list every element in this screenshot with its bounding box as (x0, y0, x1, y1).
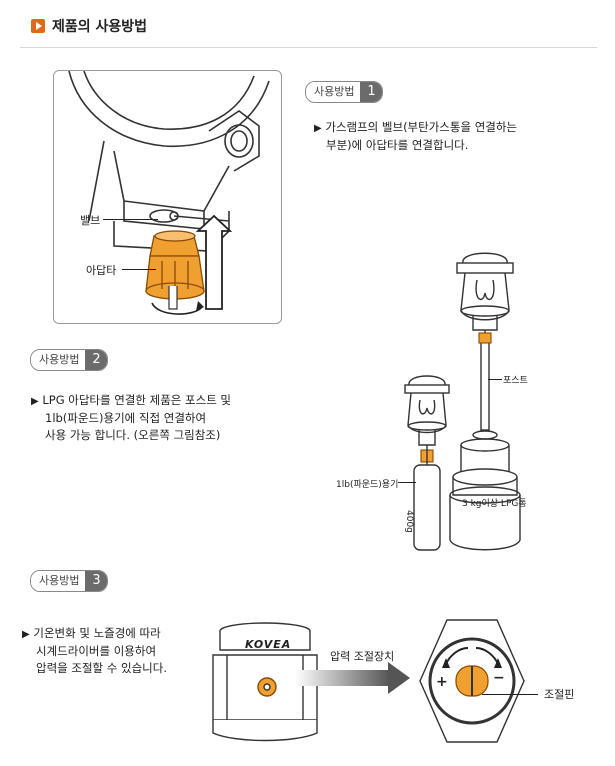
step-3-line-1: 기온변화 및 노즐경에 따라 (33, 626, 161, 640)
step-3-line-3: 압력을 조절할 수 있습니다. (36, 661, 168, 675)
step-3-badge-number: 3 (85, 571, 108, 591)
valve-leader-line (103, 219, 158, 220)
step-3-line-2: 시계드라이버를 이용하여 (36, 644, 157, 658)
step-2-badge-number: 2 (85, 350, 108, 370)
lpg-tank-text: 3 kg이상 LPG통 (462, 499, 527, 509)
step-1-line-1: 가스램프의 벨브(부탄가스통을 연결하는 (325, 120, 518, 134)
header-play-icon (31, 19, 45, 33)
step-1-badge: 사용방법 1 (305, 81, 384, 103)
adapter-label: 아답타 (86, 264, 117, 277)
valve-label: 밸브 (80, 214, 101, 227)
step-2-line-2: 1lb(파운드)용기에 직접 연결하여 (45, 411, 207, 425)
pressure-regulator-label: 압력 조절장치 (330, 650, 395, 663)
lamp-base-illustration (68, 71, 270, 315)
regulator-body-illustration (212, 622, 318, 742)
post-leader-line (488, 379, 502, 380)
step-1-line-2: 부분)에 아답타를 연결합니다. (326, 138, 469, 152)
canister-label: 1lb(파운드)용기 (336, 480, 399, 490)
step-3-badge: 사용방법 3 (30, 570, 109, 592)
pressure-arrow-shaft (295, 670, 390, 686)
step-2-badge-label: 사용방법 (31, 350, 86, 370)
step-2-description: ▶ LPG 아답타를 연결한 제품은 포스트 및 1lb(파운드)용기에 직접 … (31, 392, 231, 444)
canister-leader-line (398, 482, 416, 483)
pressure-arrow-head-icon (388, 662, 410, 694)
adjustment-pin-closeup (419, 619, 525, 743)
step-2-line-1: LPG 아답타를 연결한 제품은 포스트 및 (42, 393, 232, 407)
adjustment-pin-label: 조절핀 (544, 688, 575, 701)
header-divider (20, 47, 597, 48)
step-3-badge-label: 사용방법 (31, 571, 86, 591)
adapter-leader-line (122, 269, 156, 270)
figure-valve-adapter (53, 70, 282, 324)
step-1-badge-label: 사용방법 (306, 82, 361, 102)
pin-leader-line (482, 694, 538, 695)
bullet-arrow-icon: ▶ (314, 123, 322, 134)
step-1-badge-number: 1 (360, 82, 383, 102)
plus-sign: + (436, 674, 448, 690)
post-label: 포스트 (503, 376, 528, 386)
step-3-description: ▶ 기온변화 및 노즐경에 따라 시계드라이버를 이용하여 압력을 조절할 수 … (22, 625, 167, 677)
step-2-line-3: 사용 가능 합니다. (오른쪽 그림참조) (45, 428, 221, 442)
minus-sign: − (493, 670, 505, 686)
canister-400g-text: 400g (404, 510, 414, 533)
bullet-arrow-icon: ▶ (31, 396, 39, 407)
figure-post-canister-illustration (404, 252, 521, 551)
page-title: 제품의 사용방법 (52, 19, 148, 35)
step-2-badge: 사용방법 2 (30, 349, 109, 371)
kovea-brand-logo: KOVEA (245, 638, 292, 651)
bullet-arrow-icon: ▶ (22, 629, 30, 640)
step-1-description: ▶ 가스램프의 벨브(부탄가스통을 연결하는 부분)에 아답타를 연결합니다. (314, 119, 517, 154)
